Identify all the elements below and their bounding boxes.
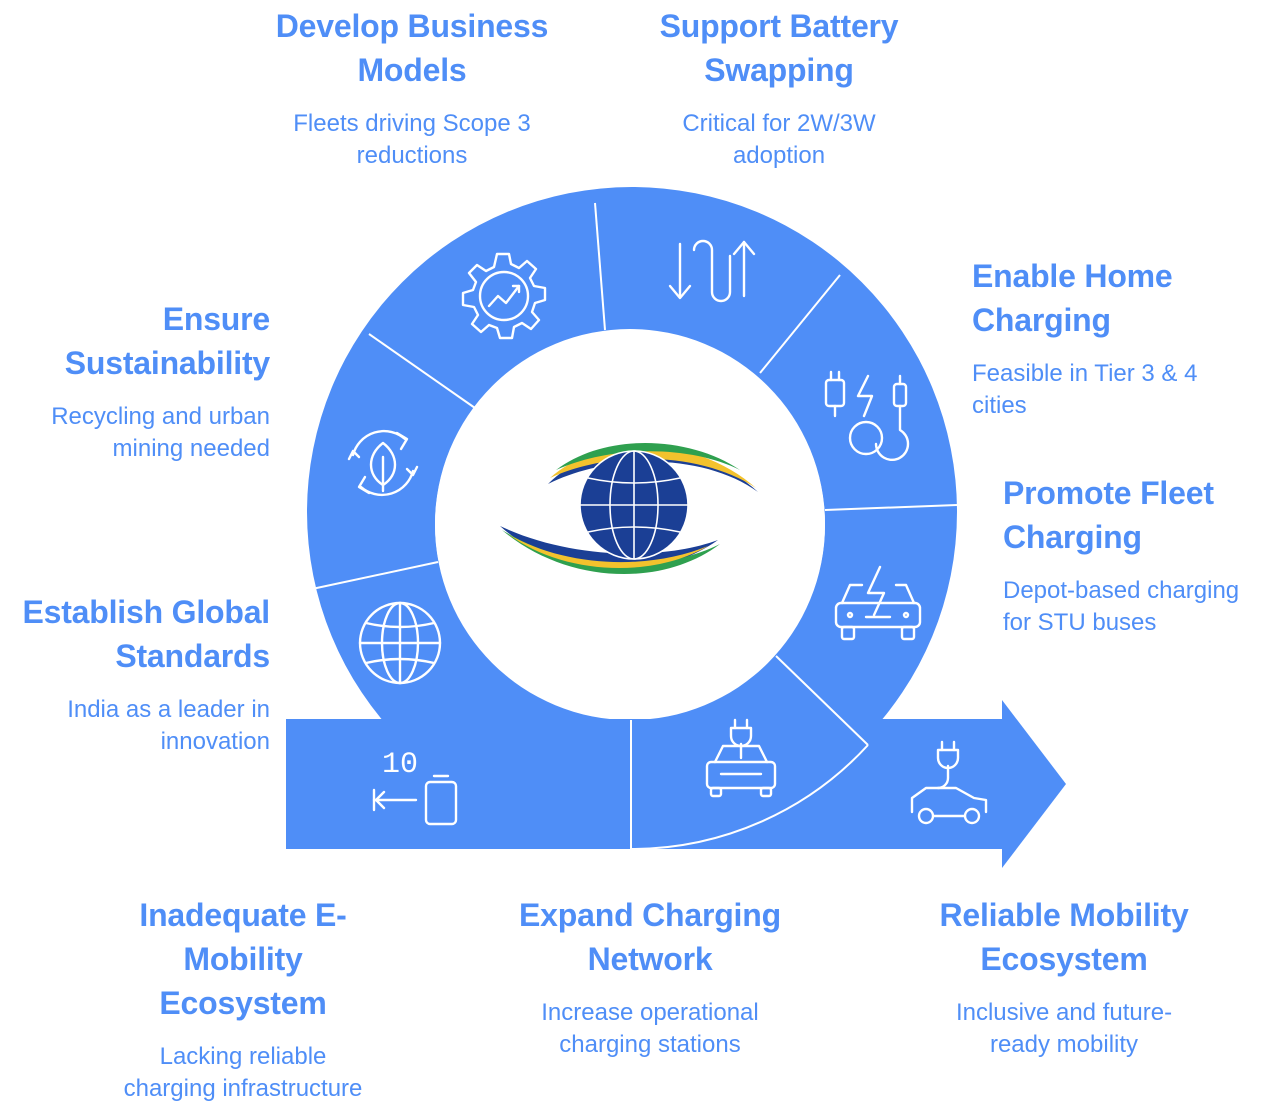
title-line: Network xyxy=(587,941,713,977)
desc-line: Increase operational xyxy=(541,999,759,1026)
desc-line: for STU buses xyxy=(1003,609,1157,636)
ev-plug-car-icon xyxy=(910,740,988,825)
title-line: Charging xyxy=(1003,519,1142,555)
title-line: Enable Home xyxy=(972,258,1173,294)
electric-car-icon xyxy=(834,565,922,641)
title-line: Models xyxy=(357,52,467,88)
title-line: Ecosystem xyxy=(159,985,327,1021)
step-sustainability-title: Ensure Sustainability xyxy=(10,297,270,385)
desc-line: Feasible in Tier 3 & 4 xyxy=(972,360,1198,387)
step-standards-desc: India as a leader in innovation xyxy=(4,694,270,758)
step-reliable-title: Reliable Mobility Ecosystem xyxy=(914,893,1214,981)
globe-icon xyxy=(358,601,442,685)
title-line: Promote Fleet xyxy=(1003,475,1214,511)
step-fleet-desc: Depot-based charging for STU buses xyxy=(1003,575,1279,639)
title-line: Establish Global xyxy=(22,594,270,630)
title-line: Develop Business xyxy=(275,8,549,44)
step-swapping: Support Battery Swapping Critical for 2W… xyxy=(638,4,920,172)
step-standards-title: Establish Global Standards xyxy=(4,590,270,678)
countdown-number: 10 xyxy=(382,748,418,782)
step-standards: Establish Global Standards India as a le… xyxy=(4,590,270,758)
car-charger-icon xyxy=(705,718,777,798)
step-home-title: Enable Home Charging xyxy=(972,254,1272,342)
title-line: Expand Charging xyxy=(519,897,781,933)
step-home: Enable Home Charging Feasible in Tier 3 … xyxy=(972,254,1272,422)
arrow xyxy=(286,700,1066,868)
desc-line: charging stations xyxy=(559,1031,741,1058)
desc-line: Depot-based charging xyxy=(1003,577,1240,604)
swap-arrows-icon xyxy=(668,239,756,303)
segment-dividers xyxy=(311,202,958,850)
step-reliable: Reliable Mobility Ecosystem Inclusive an… xyxy=(914,893,1214,1061)
step-sustainability: Ensure Sustainability Recycling and urba… xyxy=(10,297,270,465)
desc-line: Fleets driving Scope 3 xyxy=(293,110,531,137)
recycle-leaf-icon xyxy=(347,429,419,497)
title-line: Sustainability xyxy=(64,345,270,381)
step-network: Expand Charging Network Increase operati… xyxy=(500,893,800,1061)
title-line: Mobility xyxy=(183,941,303,977)
step-home-desc: Feasible in Tier 3 & 4 cities xyxy=(972,358,1272,422)
title-line: Charging xyxy=(972,302,1111,338)
title-line: Ecosystem xyxy=(980,941,1148,977)
step-network-desc: Increase operational charging stations xyxy=(500,997,800,1061)
desc-line: Recycling and urban xyxy=(51,403,270,430)
desc-line: cities xyxy=(972,392,1027,419)
step-swapping-desc: Critical for 2W/3W adoption xyxy=(638,108,920,172)
desc-line: Critical for 2W/3W xyxy=(682,110,876,137)
title-line: Ensure xyxy=(162,301,270,337)
desc-line: adoption xyxy=(732,142,826,169)
step-reliable-desc: Inclusive and future- ready mobility xyxy=(914,997,1214,1061)
charging-cable-icon xyxy=(824,370,910,462)
title-line: Support Battery xyxy=(659,8,899,44)
desc-line: Inclusive and future- xyxy=(955,999,1173,1026)
arrow-shaft xyxy=(286,719,1006,849)
arrow-head xyxy=(1002,700,1066,868)
title-line: Swapping xyxy=(704,52,854,88)
step-inadequate: Inadequate E- Mobility Ecosystem Lacking… xyxy=(100,893,386,1105)
step-business: Develop Business Models Fleets driving S… xyxy=(266,4,558,172)
step-sustainability-desc: Recycling and urban mining needed xyxy=(10,401,270,465)
step-business-title: Develop Business Models xyxy=(266,4,558,92)
step-inadequate-desc: Lacking reliable charging infrastructure xyxy=(100,1041,386,1105)
desc-line: Lacking reliable xyxy=(159,1043,327,1070)
step-fleet: Promote Fleet Charging Depot-based charg… xyxy=(1003,471,1279,639)
step-fleet-title: Promote Fleet Charging xyxy=(1003,471,1279,559)
eye-globe-logo xyxy=(500,442,758,575)
desc-line: charging infrastructure xyxy=(123,1075,363,1102)
desc-line: innovation xyxy=(160,728,270,755)
title-line: Inadequate E- xyxy=(139,897,347,933)
title-line: Reliable Mobility xyxy=(939,897,1189,933)
desc-line: ready mobility xyxy=(989,1031,1139,1058)
step-swapping-title: Support Battery Swapping xyxy=(638,4,920,92)
step-business-desc: Fleets driving Scope 3 reductions xyxy=(266,108,558,172)
step-inadequate-title: Inadequate E- Mobility Ecosystem xyxy=(100,893,386,1025)
desc-line: reductions xyxy=(356,142,468,169)
desc-line: India as a leader in xyxy=(67,696,270,723)
step-network-title: Expand Charging Network xyxy=(500,893,800,981)
gear-chart-icon xyxy=(461,252,547,340)
battery-countdown-icon: 10 xyxy=(372,748,458,826)
title-line: Standards xyxy=(115,638,270,674)
desc-line: mining needed xyxy=(112,435,270,462)
